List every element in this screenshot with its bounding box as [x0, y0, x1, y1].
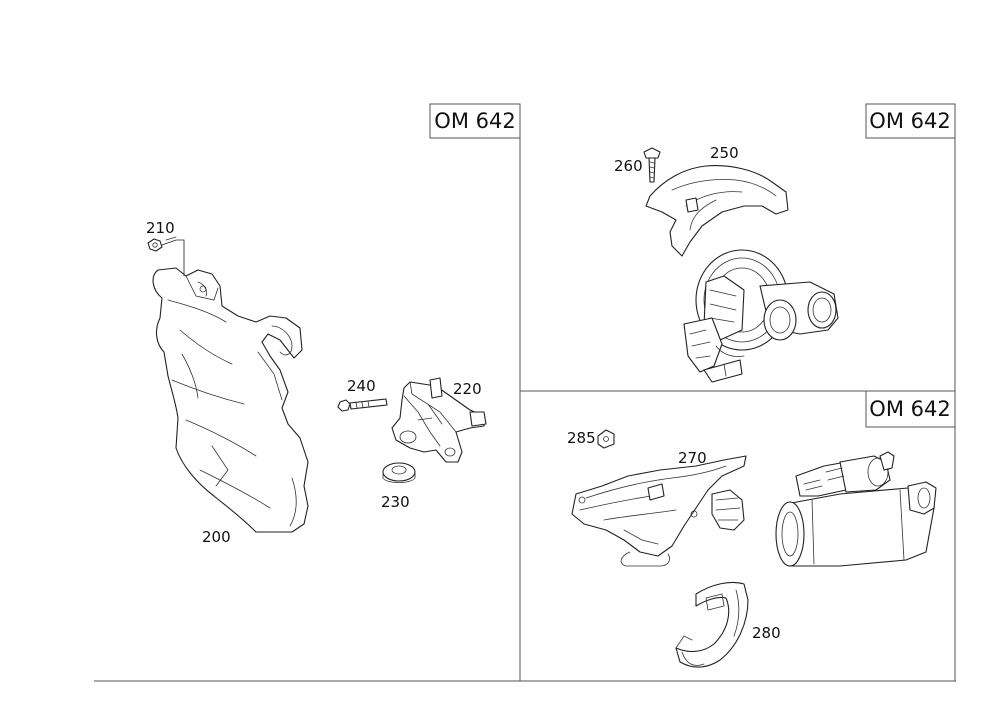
part-285-clip-nut[interactable]: [597, 429, 615, 449]
callout-280: 280: [752, 624, 781, 642]
starter-motor-illustration: [775, 451, 937, 567]
top-right-panel-badge: OM 642: [865, 103, 956, 139]
callout-240: 240: [347, 377, 376, 395]
part-250-turbo-shield[interactable]: [645, 165, 789, 257]
callout-280-label: 280: [752, 624, 781, 642]
callout-250: 250: [710, 144, 739, 162]
callout-260-label: 260: [614, 157, 643, 175]
part-240-bolt[interactable]: [337, 398, 388, 412]
callout-230-label: 230: [381, 493, 410, 511]
callout-210: 210: [146, 219, 175, 237]
part-260-screw[interactable]: [643, 147, 661, 183]
part-230-washer[interactable]: [382, 462, 416, 483]
callout-220: 220: [453, 380, 482, 398]
callout-240-label: 240: [347, 377, 376, 395]
callout-210-label: 210: [146, 219, 175, 237]
callout-270: 270: [678, 449, 707, 467]
bottom-right-panel-badge: OM 642: [865, 390, 956, 428]
callout-220-label: 220: [453, 380, 482, 398]
part-210-nut[interactable]: [147, 236, 185, 276]
bottom-right-panel-badge-text: OM 642: [869, 397, 950, 421]
callout-230: 230: [381, 493, 410, 511]
top-right-panel-badge-text: OM 642: [869, 109, 950, 133]
callout-270-label: 270: [678, 449, 707, 467]
callout-250-label: 250: [710, 144, 739, 162]
part-270-harness-cover[interactable]: [571, 455, 747, 567]
callout-200: 200: [202, 528, 231, 546]
callout-285-label: 285: [567, 429, 596, 447]
callout-200-label: 200: [202, 528, 231, 546]
turbocharger-illustration: [683, 249, 839, 383]
part-200-heat-shield[interactable]: [152, 267, 309, 533]
left-panel-badge: OM 642: [429, 103, 521, 139]
callout-260: 260: [614, 157, 643, 175]
left-panel-badge-text: OM 642: [434, 109, 515, 133]
callout-285: 285: [567, 429, 596, 447]
part-280-strap[interactable]: [675, 581, 749, 668]
part-220-bracket[interactable]: [391, 377, 487, 463]
